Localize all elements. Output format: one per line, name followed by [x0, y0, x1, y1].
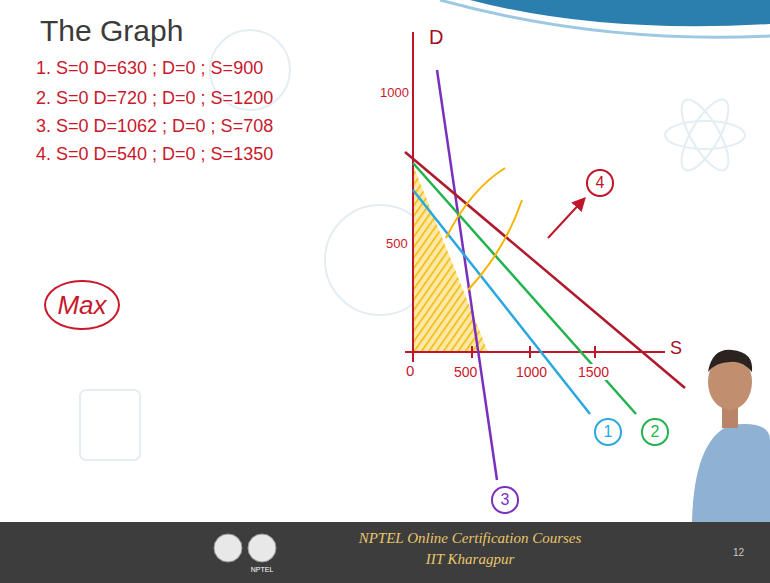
footer-text: IIT Kharagpur: [426, 551, 515, 568]
nptel-logo: [248, 534, 276, 562]
circled-note: Max: [44, 280, 119, 331]
axis-value: 1000: [378, 86, 411, 101]
equation: 3. S=0 D=1062 ; D=0 ; S=708: [36, 116, 273, 137]
atom-orbit: [665, 121, 745, 149]
axis-value: 500: [452, 364, 479, 380]
equation: 4. S=0 D=540 ; D=0 ; S=1350: [36, 144, 273, 165]
pointer-arrow: [548, 199, 584, 238]
header-swoosh-line: [440, 0, 770, 37]
d-axis: [412, 32, 414, 362]
node-text: 1: [604, 423, 613, 441]
objective-curve: [446, 168, 505, 238]
node-text: 2: [651, 423, 660, 441]
axis-value: 1500: [576, 364, 611, 380]
iit-logo: [214, 534, 242, 562]
node-text: 3: [501, 491, 510, 509]
callout-number: 1: [594, 418, 622, 446]
axis-value: 500: [384, 237, 410, 252]
objective-curve: [468, 200, 522, 290]
footer-band: [0, 522, 770, 583]
constraint-line-3: [437, 70, 497, 480]
axis-value: 1000: [514, 364, 549, 380]
callout-number: 2: [641, 418, 669, 446]
callout-number: 4: [586, 169, 614, 197]
callout-number: 3: [491, 486, 519, 514]
axis-label: S: [668, 338, 684, 359]
node-text: 4: [596, 174, 605, 192]
constraint-line-1: [413, 190, 590, 414]
axis-value: 0: [404, 362, 416, 379]
footer-text: NPTEL Online Certification Courses: [359, 530, 582, 547]
slide-number: 12: [733, 547, 744, 559]
equation: 1. S=0 D=630 ; D=0 ; S=900: [36, 58, 263, 79]
s-axis: [405, 351, 665, 353]
header-swoosh: [470, 0, 770, 26]
slide-title: The Graph: [40, 14, 183, 49]
axis-label: D: [427, 26, 445, 49]
constraint-line-4: [405, 152, 685, 388]
presenter-hair: [708, 350, 752, 372]
faint-helmet: [80, 390, 140, 460]
logo-caption: NPTEL: [251, 566, 274, 574]
atom-orbit: [673, 93, 737, 176]
node-text: Max: [57, 291, 106, 320]
constraint-line-2: [413, 163, 636, 414]
equation: 2. S=0 D=720 ; D=0 ; S=1200: [36, 88, 273, 109]
atom-orbit: [673, 93, 737, 176]
presenter: [692, 350, 770, 522]
presenter-shirt: [692, 424, 770, 522]
